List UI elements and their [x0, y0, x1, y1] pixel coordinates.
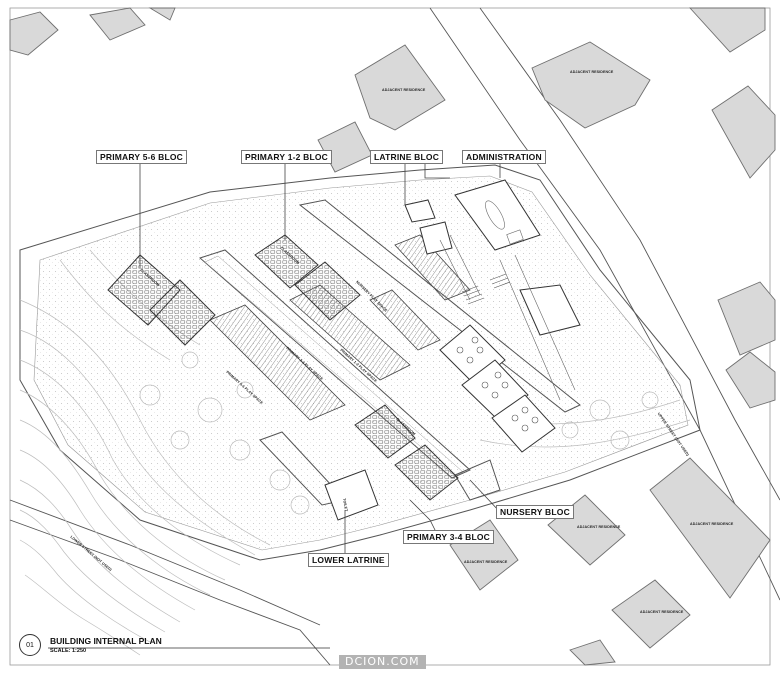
residence-top-small [317, 121, 373, 173]
residence-right-lower-2 [725, 351, 776, 409]
classroom-1-2-b [294, 261, 361, 321]
drawing-scale: SCALE: 1:250 [50, 648, 87, 654]
stairs [461, 273, 511, 305]
nursery-tables [456, 336, 539, 432]
trees [139, 351, 659, 515]
residence-tl-2 [89, 7, 146, 41]
service-buildings [324, 179, 581, 521]
residence-label: ADJACENT RESIDENCE [690, 522, 734, 526]
adjacent-residences [9, 7, 776, 666]
classroom-1-2-a [254, 234, 319, 289]
residence-tl-1 [9, 11, 59, 56]
residence-top-right [531, 41, 651, 129]
label-primary-3-4-bloc: PRIMARY 3-4 BLOC [403, 530, 495, 544]
nursery-rooms [439, 324, 556, 453]
residence-bottom-3 [611, 579, 691, 649]
residence-label: ADJACENT RESIDENCE [640, 610, 684, 614]
residence-label: ADJACENT RESIDENCE [570, 70, 614, 74]
drawing-title: BUILDING INTERNAL PLAN [50, 636, 162, 646]
label-administration: ADMINISTRATION [462, 150, 546, 164]
watermark: DCION.COM [339, 655, 426, 669]
residence-label: ADJACENT RESIDENCE [382, 88, 426, 92]
lower-latrine-shape [324, 469, 379, 521]
residence-bottom-right-big [649, 457, 771, 599]
residence-right-mid [711, 85, 776, 179]
residence-far-right-top [688, 7, 766, 53]
label-nursery-bloc: NURSERY BLOC [496, 505, 574, 519]
residence-tl-3 [148, 7, 176, 21]
classroom-5-6-b [149, 279, 216, 346]
classroom-blocks [107, 234, 459, 501]
label-primary-1-2-bloc: PRIMARY 1-2 BLOC [241, 150, 333, 164]
classroom-3-4-a [354, 404, 416, 459]
admin-details [439, 200, 576, 401]
residence-bottom-4 [569, 639, 616, 666]
roads [9, 7, 780, 666]
residence-label: ADJACENT RESIDENCE [577, 525, 621, 529]
administration-shape [454, 179, 541, 251]
classroom-3-4-b [394, 444, 459, 501]
label-primary-5-6-bloc: PRIMARY 5-6 BLOC [96, 150, 188, 164]
label-latrine-bloc: LATRINE BLOC [370, 150, 444, 164]
residence-label: ADJACENT RESIDENCE [464, 560, 508, 564]
residence-top-mid [354, 44, 446, 131]
label-lower-latrine: LOWER LATRINE [308, 553, 389, 567]
latrine-bloc-shape [404, 199, 436, 223]
residence-right-lower-1 [717, 281, 776, 356]
drawing-number: 01 [19, 634, 41, 656]
